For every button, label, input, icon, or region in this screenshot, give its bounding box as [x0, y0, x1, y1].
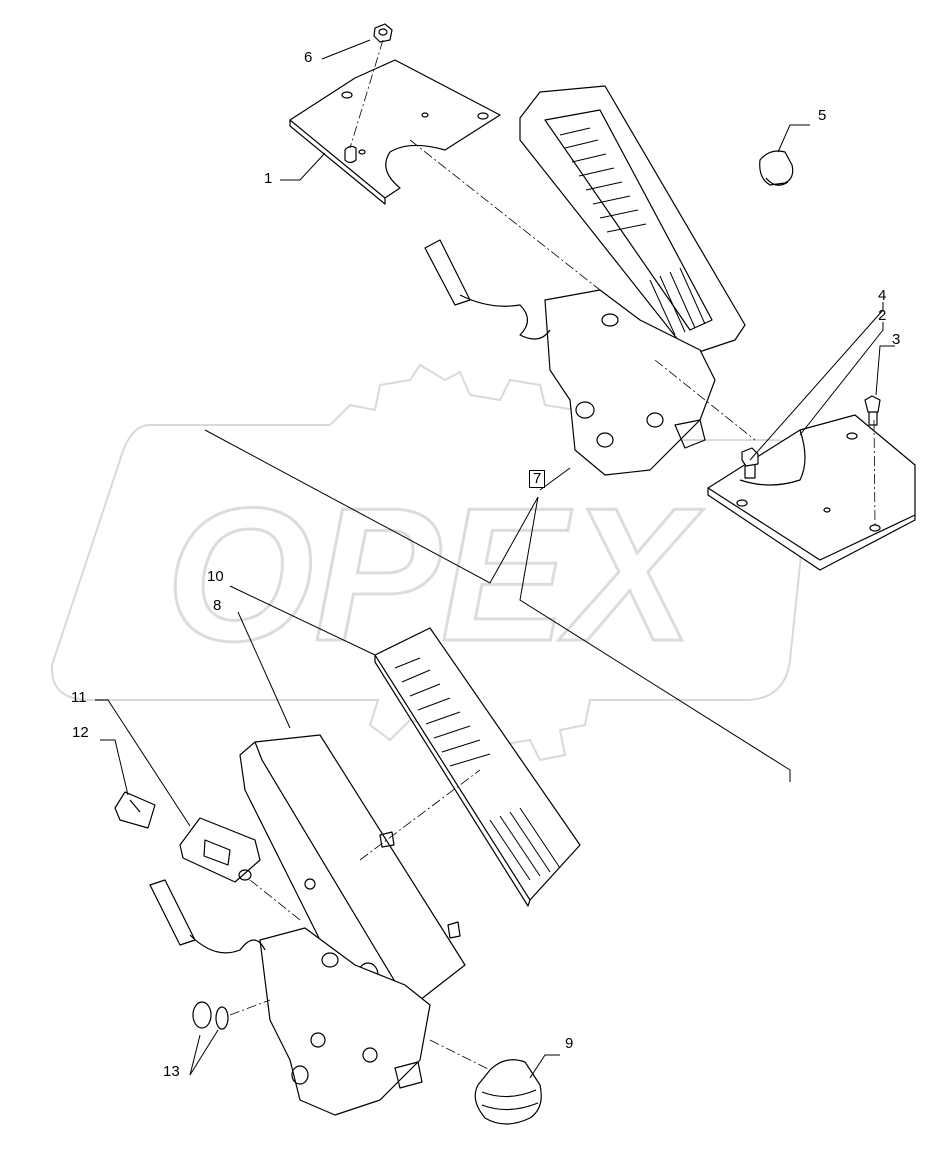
pedal-pad-part-10 — [374, 627, 581, 907]
boot-part-9 — [474, 1059, 542, 1125]
bolt-part-4 — [741, 447, 759, 479]
bracket-part-2 — [707, 414, 916, 571]
callout-12: 12 — [72, 724, 89, 741]
bolt-part-6-stud — [344, 145, 357, 164]
pedal-assembly-upper — [424, 85, 746, 476]
callout-6: 6 — [304, 49, 313, 66]
callout-2: 2 — [878, 307, 887, 324]
nut-part-6 — [373, 23, 393, 43]
callout-3: 3 — [892, 331, 901, 348]
watermark-gear — [50, 363, 812, 762]
callout-7: 7 — [529, 470, 546, 488]
plate-part-1 — [289, 59, 501, 205]
callout-11: 11 — [71, 689, 87, 706]
callout-10: 10 — [207, 568, 224, 585]
callout-9: 9 — [565, 1035, 574, 1052]
plug-part-12 — [114, 791, 156, 829]
callout-13: 13 — [163, 1063, 180, 1080]
leader-lines — [95, 39, 895, 1079]
sensor-part-11 — [179, 817, 261, 883]
callout-4: 4 — [878, 287, 887, 304]
callout-8: 8 — [213, 597, 222, 614]
callout-1: 1 — [264, 170, 273, 187]
rings-part-13 — [192, 1001, 229, 1030]
pedal-body-part-8 — [239, 734, 466, 1011]
callout-5: 5 — [818, 107, 827, 124]
assembly-axis-lines — [229, 39, 876, 1071]
valve-body-lower — [149, 879, 431, 1116]
bolt-part-3 — [864, 395, 881, 426]
cap-part-5 — [759, 150, 794, 186]
